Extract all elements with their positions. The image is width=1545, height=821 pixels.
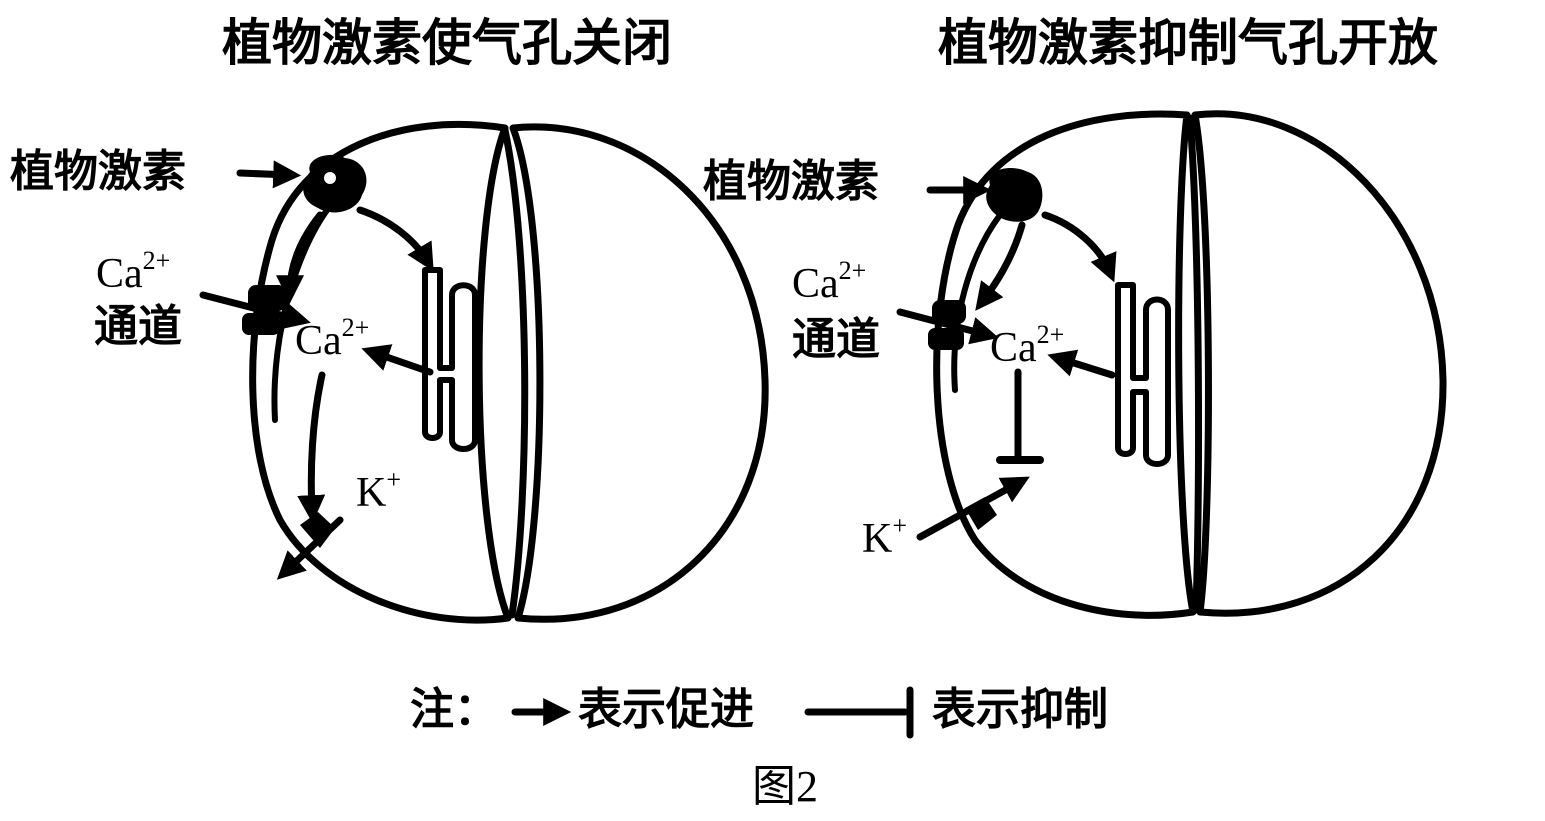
left-ca-to-k-arrow [297, 371, 326, 524]
legend-promote-text: 表示促进 [578, 684, 754, 735]
left-channel-label-ion: Ca2+ [96, 246, 171, 297]
right-channel-label-text: 通道 [792, 314, 880, 365]
right-stoma [933, 110, 1447, 619]
legend-prefix: 注： [410, 684, 498, 735]
right-receptor-to-channel-arrow [975, 221, 1026, 311]
left-stomatal-pore [501, 126, 529, 619]
legend-symbols [511, 686, 914, 739]
left-receptor-to-channel-arrow [276, 211, 324, 304]
left-vacuole-to-ca-arrow [361, 344, 434, 376]
right-k-ion-label: K+ [862, 511, 908, 562]
left-k-channel [300, 512, 335, 548]
left-hormone-label: 植物激素 [10, 146, 186, 197]
left-ca-channel-upper [248, 285, 286, 311]
left-channel-label-text: 通道 [94, 301, 182, 352]
left-hormone-arrow [236, 160, 302, 189]
left-k-ion-label: K+ [356, 465, 402, 516]
left-ca-channel-lower [242, 313, 280, 335]
right-guard-cell-left [933, 110, 1197, 619]
right-proteins [928, 168, 1043, 530]
left-receptor-to-vacuole-arrow [356, 206, 434, 272]
right-hormone-label: 植物激素 [703, 156, 879, 207]
left-guard-cell-left [249, 120, 512, 624]
left-ca-ion-label: Ca2+ [295, 313, 370, 364]
right-k-channel [965, 497, 997, 530]
right-ca-channel-lower [928, 328, 964, 350]
figure-caption: 图2 [752, 762, 818, 811]
right-panel-title: 植物激素抑制气孔开放 [938, 14, 1438, 72]
right-vacuole-to-ca-arrow [1047, 349, 1116, 379]
right-guard-cell-right [1191, 110, 1447, 617]
right-receptor-to-vacuole-arrow [1041, 211, 1117, 283]
right-ca-ion-label: Ca2+ [990, 320, 1065, 371]
right-hormone-receptor [986, 168, 1043, 222]
right-channel-label-ion: Ca2+ [792, 256, 867, 307]
legend-inhibit-text: 表示抑制 [932, 684, 1108, 735]
left-guard-cell-right [509, 123, 769, 623]
right-vacuole [1115, 282, 1171, 467]
left-hormone-receptor [303, 154, 367, 213]
left-vacuole [422, 267, 478, 452]
right-stomatal-pore [1186, 114, 1202, 614]
right-ca-channel-upper [932, 300, 966, 324]
left-proteins [242, 154, 367, 548]
left-panel-title: 植物激素使气孔关闭 [222, 14, 672, 72]
